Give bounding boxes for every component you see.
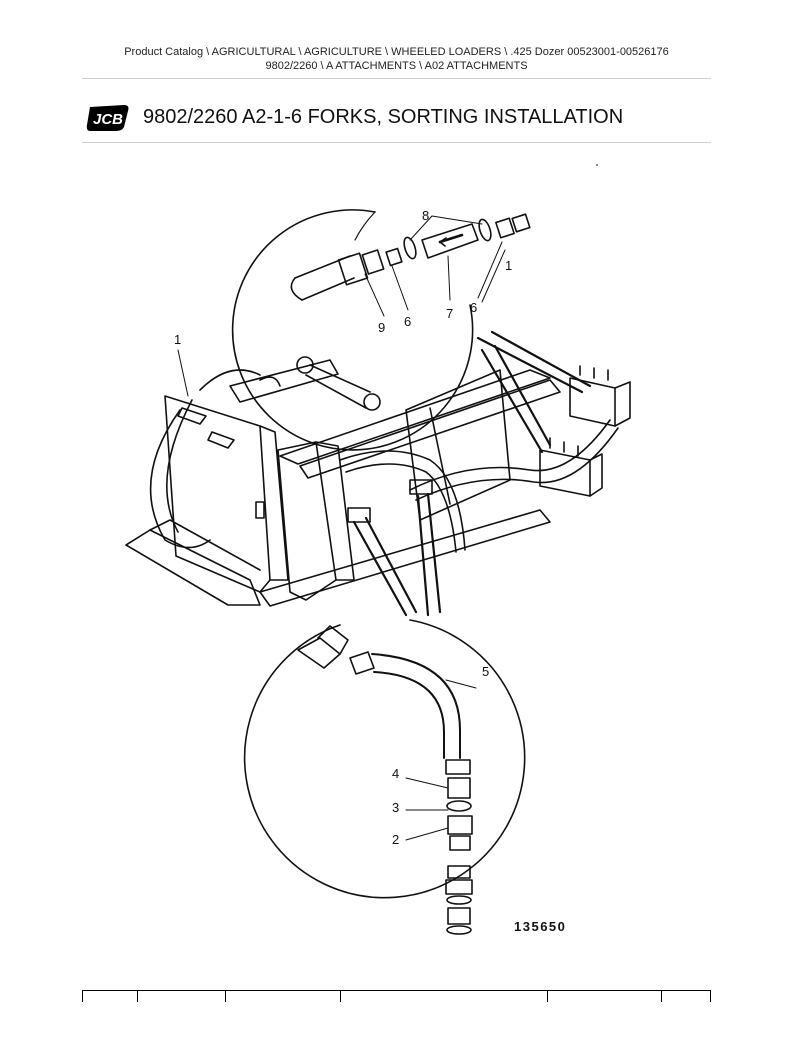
callout-1-main: 1 (174, 332, 181, 347)
breadcrumb-line-2: 9802/2260 \ A ATTACHMENTS \ A02 ATTACHME… (265, 60, 528, 72)
callout-9: 9 (378, 320, 385, 335)
footer-cell-divider (137, 990, 138, 1002)
bottom-detail-circle: 5 4 3 2 135650 (243, 619, 566, 935)
parts-diagram: 8 1 9 6 7 6 1 (125, 208, 631, 935)
callout-7: 7 (446, 306, 453, 321)
callout-8: 8 (422, 208, 429, 223)
top-detail-circle: 8 1 9 6 7 6 (231, 208, 531, 451)
footer-cell-divider (710, 990, 711, 1002)
footer-cell-divider (547, 990, 548, 1002)
jcb-logo: JCB (86, 105, 129, 131)
callout-3: 3 (392, 800, 399, 815)
footer-table (82, 990, 711, 1002)
callout-5: 5 (482, 664, 489, 679)
callout-1-top: 1 (505, 258, 512, 273)
logo-text: JCB (93, 111, 123, 128)
callout-4: 4 (392, 766, 399, 781)
footer-cell-divider (661, 990, 662, 1002)
breadcrumb-line-1: Product Catalog \ AGRICULTURAL \ AGRICUL… (124, 46, 669, 58)
speck (596, 164, 598, 166)
footer-cell-divider (340, 990, 341, 1002)
page-title: 9802/2260 A2-1-6 FORKS, SORTING INSTALLA… (143, 106, 624, 128)
callout-6-left: 6 (404, 314, 411, 329)
callout-6-right: 6 (470, 300, 477, 315)
divider (82, 142, 711, 143)
footer-cell-divider (82, 990, 83, 1002)
divider (82, 78, 711, 79)
fork-assembly: 1 (125, 332, 631, 617)
footer-table-border (82, 990, 711, 991)
footer-cell-divider (225, 990, 226, 1002)
callout-2: 2 (392, 832, 399, 847)
figure-number: 135650 (514, 919, 566, 934)
